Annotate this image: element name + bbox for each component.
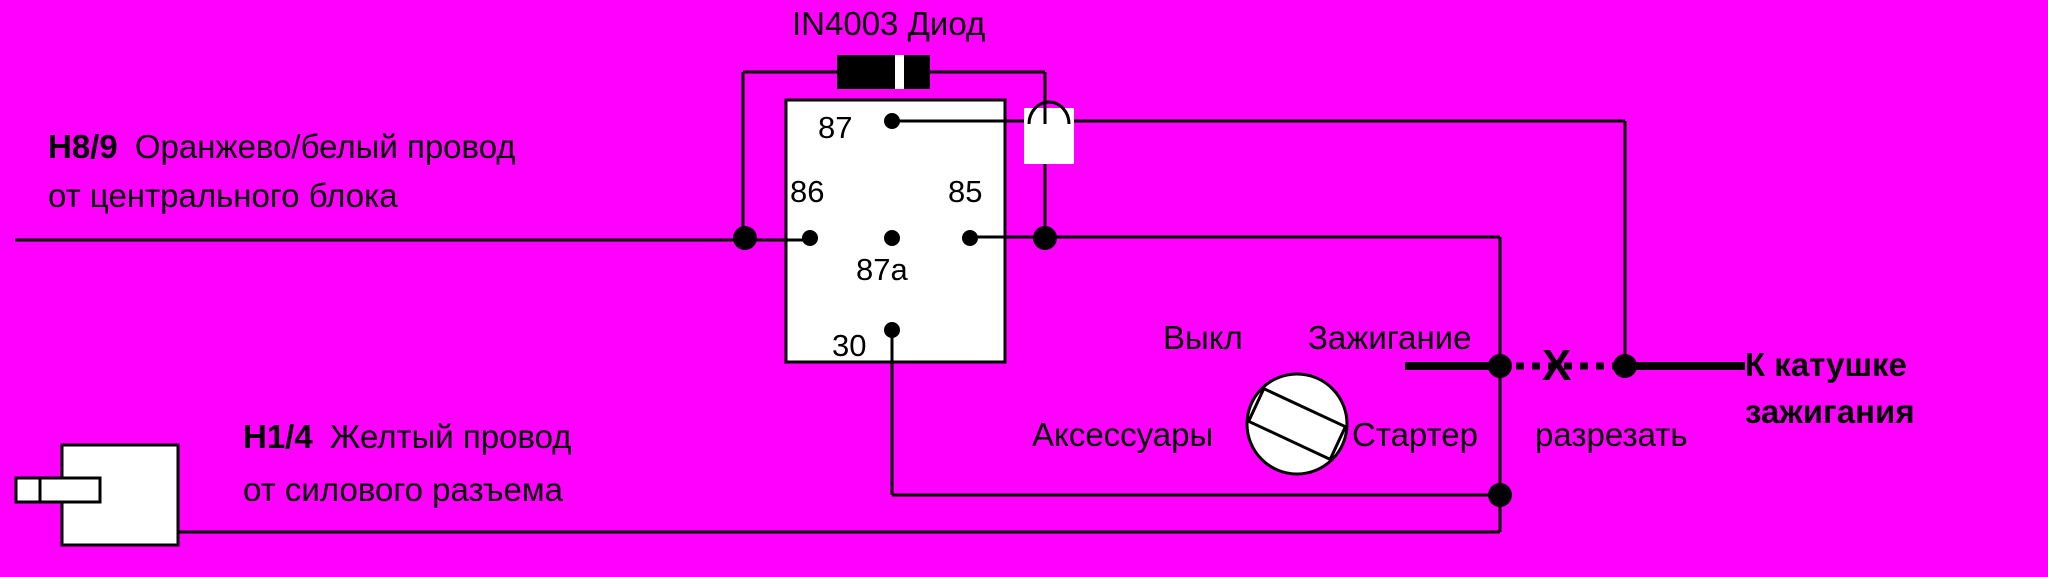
cut-mark: X <box>1542 341 1571 390</box>
junction-ignition <box>1488 354 1512 378</box>
pin87-dot <box>884 113 900 129</box>
pin30-label: 30 <box>832 328 866 363</box>
pin86-dot <box>802 230 818 246</box>
h14-line2: от силового разъема <box>243 471 564 508</box>
h89-label: Н8/9 Оранжево/белый провод <box>48 128 516 165</box>
relay-pins <box>802 113 978 338</box>
h89-line2: от центрального блока <box>48 177 398 214</box>
pin87a-dot <box>884 230 900 246</box>
pin86-label: 86 <box>790 174 824 209</box>
pin87a-label: 87a <box>856 252 908 287</box>
junction-pin30 <box>1488 483 1512 507</box>
junctions <box>733 226 1637 507</box>
coil-line2: зажигания <box>1745 393 1915 430</box>
wire-jumper <box>1024 92 1074 164</box>
switch-accessories-label: Аксессуары <box>1032 416 1213 453</box>
coil-line1: К катушке <box>1745 346 1907 383</box>
h14-desc: Желтый провод <box>330 418 572 455</box>
switch-ignition-label: Зажигание <box>1308 319 1471 356</box>
power-connector <box>14 443 180 547</box>
switch-starter-label: Стартер <box>1352 416 1478 453</box>
junction-h89 <box>733 226 757 250</box>
pin85-dot <box>962 230 978 246</box>
switch-off-label: Выкл <box>1163 319 1243 356</box>
cut-label: разрезать <box>1535 416 1688 453</box>
pin85-label: 85 <box>948 174 982 209</box>
pin87-label: 87 <box>818 110 852 145</box>
ignition-switch <box>1245 372 1349 476</box>
h14-label: Н1/4 Желтый провод <box>243 418 572 455</box>
junction-diode-85 <box>1033 226 1057 250</box>
ignition-key-slot <box>1246 386 1348 462</box>
diode <box>743 55 1045 89</box>
diode-label: IN4003 Диод <box>792 5 985 42</box>
h14-code: Н1/4 <box>243 418 313 455</box>
h89-code: Н8/9 <box>48 128 118 165</box>
wires <box>15 72 1745 534</box>
junction-coil <box>1613 354 1637 378</box>
pin30-dot <box>884 322 900 338</box>
h89-desc: Оранжево/белый провод <box>135 128 516 165</box>
